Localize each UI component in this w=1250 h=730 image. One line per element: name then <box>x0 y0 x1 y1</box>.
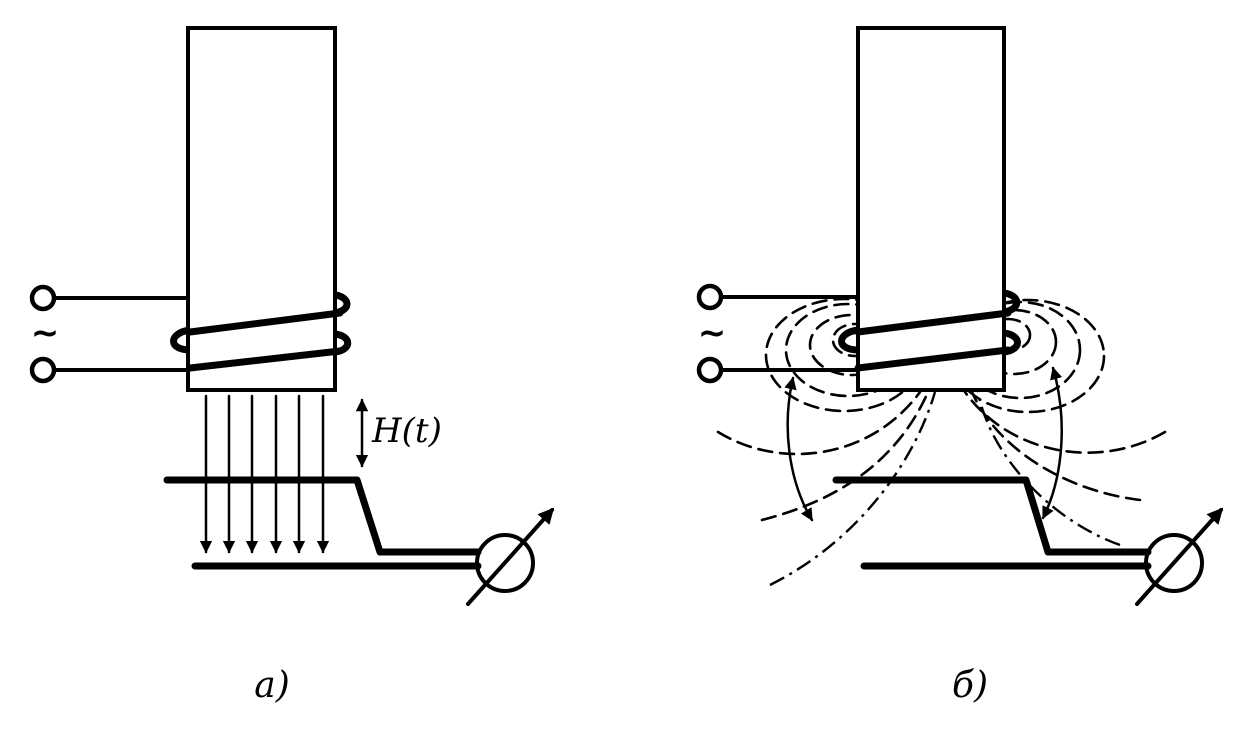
field-label: H(t) <box>371 411 442 451</box>
magnetic-core <box>856 26 1006 392</box>
meter <box>1144 533 1204 593</box>
meter <box>475 533 535 593</box>
magnetic-field-lines <box>199 394 330 554</box>
terminal-bottom <box>29 356 57 384</box>
ac-supply-symbol: ~ <box>31 313 60 353</box>
magnetic-core <box>186 26 337 392</box>
terminal-bottom <box>696 356 724 384</box>
panel-b: ~ б) <box>696 26 1224 706</box>
coil-winding-1 <box>854 309 1012 336</box>
panel-label-b: б) <box>952 665 988 706</box>
stray-field-arrow-right <box>1041 366 1063 520</box>
sample-loop <box>832 476 1152 570</box>
meter-needle-arrow <box>1135 507 1224 606</box>
panel-label-a: а) <box>254 665 290 706</box>
coil-winding-2 <box>854 346 1012 372</box>
ac-supply-symbol: ~ <box>698 313 727 353</box>
panel-a: ~ H(t) а) <box>29 26 555 706</box>
sample-loop <box>163 476 482 570</box>
meter-needle-arrow <box>466 507 555 606</box>
coil-back-turn-mid <box>170 326 194 354</box>
terminal-top <box>29 284 57 312</box>
terminal-top <box>696 283 724 311</box>
coil-back-turn-mid <box>838 326 862 354</box>
coil-winding-2 <box>186 347 344 372</box>
coil-winding-1 <box>186 309 344 336</box>
stray-field-arrow-left <box>784 376 814 522</box>
